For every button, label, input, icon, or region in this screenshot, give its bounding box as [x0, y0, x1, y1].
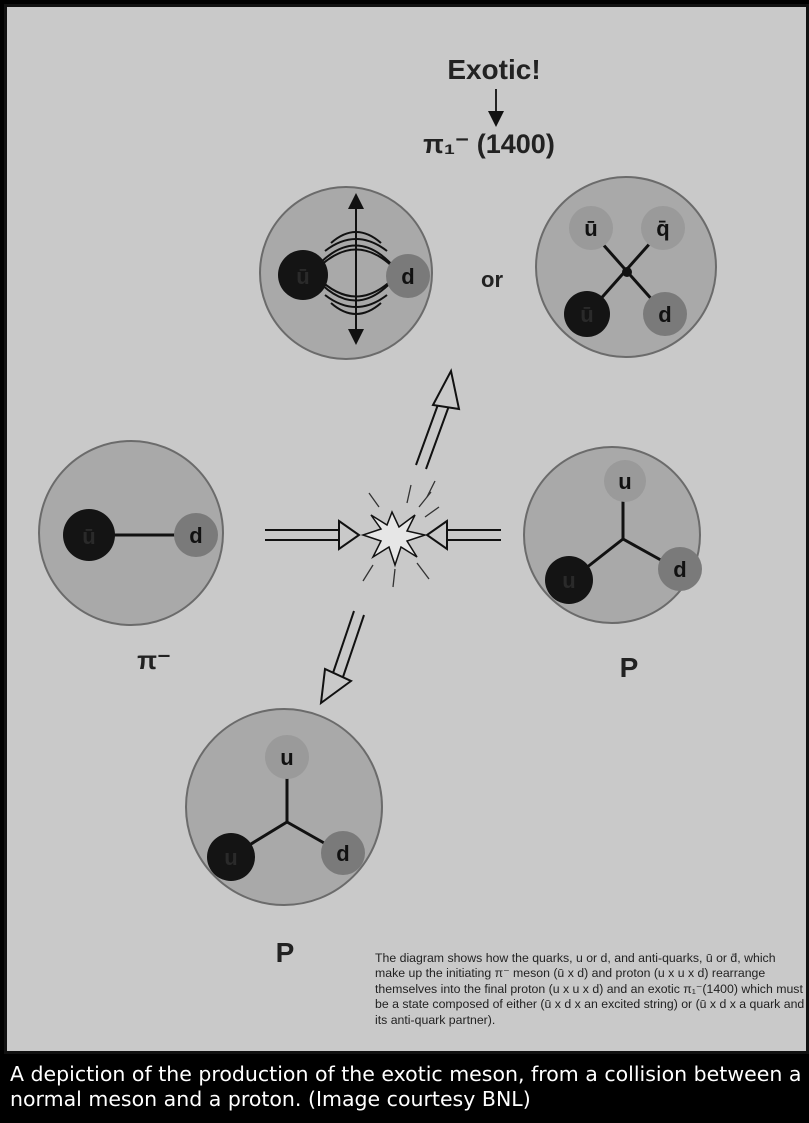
quark-label: d [189, 523, 202, 548]
arrow-proton-in [427, 521, 501, 549]
proton-final: u u d [186, 709, 382, 905]
quark-label: d [401, 264, 414, 289]
pion-label: π⁻ [137, 645, 171, 675]
arrow-exotic-out [416, 371, 459, 469]
arrow-proton-out [321, 611, 364, 703]
or-label: or [481, 267, 503, 292]
quark-label: ū [584, 216, 597, 241]
quark-label: u [224, 845, 237, 870]
pion-meson: ū d [39, 441, 223, 625]
quark-label: q̄ [656, 216, 669, 241]
quark-label: d [673, 557, 686, 582]
figure-panel: Exotic! π₁⁻ (1400) ū [4, 4, 809, 1054]
quark-label: d [658, 302, 671, 327]
proton-label-bottom: P [276, 937, 295, 968]
quark-label: ū [296, 264, 309, 289]
particle-diagram: Exotic! π₁⁻ (1400) ū [7, 7, 809, 1054]
hybrid-meson: ū d [260, 187, 432, 359]
diagram-description: The diagram shows how the quarks, u or d… [375, 951, 805, 1028]
four-quark-state: ū q̄ ū d [536, 177, 716, 357]
quark-label: u [618, 469, 631, 494]
image-caption: A depiction of the production of the exo… [4, 1058, 809, 1123]
proton-target: u u d [524, 447, 702, 623]
quark-label: ū [580, 302, 593, 327]
quark-label: u [562, 568, 575, 593]
quark-label: ū [82, 524, 95, 549]
quark-label: d [336, 841, 349, 866]
exotic-particle-label: π₁⁻ (1400) [423, 129, 555, 159]
arrow-pion-in [265, 521, 359, 549]
exotic-label: Exotic! [447, 54, 540, 85]
quark-label: u [280, 745, 293, 770]
proton-label-right: P [620, 652, 639, 683]
